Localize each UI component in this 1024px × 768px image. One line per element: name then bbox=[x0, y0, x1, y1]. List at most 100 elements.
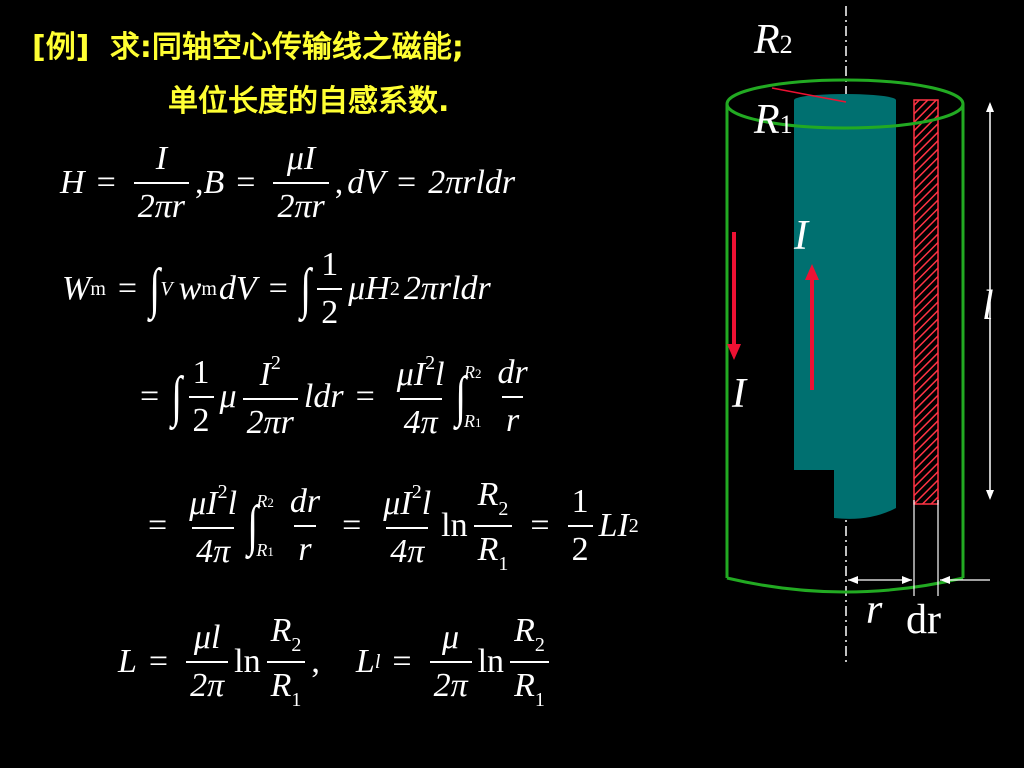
ln: ln bbox=[441, 507, 468, 544]
equals-sign: = bbox=[355, 378, 375, 415]
mu-i: μI bbox=[189, 485, 218, 522]
superscript-2: 2 bbox=[425, 352, 436, 374]
symbol-r: R bbox=[270, 612, 292, 649]
symbol-l: l bbox=[227, 485, 238, 522]
denominator: 2πr bbox=[133, 182, 190, 226]
integral-limits: R2 R1 bbox=[464, 362, 482, 432]
lower-limit: R1 bbox=[464, 411, 482, 432]
numerator: μl bbox=[193, 619, 221, 656]
equals-sign: = bbox=[342, 507, 362, 544]
fraction-dr-over-r: dr r bbox=[286, 483, 324, 569]
denominator: R1 bbox=[266, 661, 306, 712]
integral-sign: ∫ bbox=[149, 258, 161, 320]
example-tag: [例] bbox=[32, 30, 90, 65]
index-2: 2 bbox=[498, 498, 509, 520]
index-1: 1 bbox=[291, 689, 302, 711]
comma: , bbox=[311, 643, 320, 680]
comma: , bbox=[195, 164, 204, 201]
symbol-r: R bbox=[477, 531, 499, 568]
r-arrow-right bbox=[902, 576, 912, 584]
integral-sign: ∫ bbox=[171, 366, 183, 428]
equals-sign: = bbox=[96, 164, 116, 201]
inner-conductor bbox=[794, 100, 896, 519]
upper-limit: R2 bbox=[464, 362, 482, 383]
integral-sign: ∫ bbox=[454, 366, 466, 428]
ldr: ldr bbox=[303, 378, 344, 415]
equals-sign: = bbox=[530, 507, 550, 544]
fraction-dr-over-r: dr r bbox=[493, 354, 531, 440]
outer-shell-bottom bbox=[726, 576, 964, 594]
title-text-2: 单位长度的自感系数. bbox=[168, 84, 450, 119]
denominator: 2π bbox=[186, 661, 229, 705]
numerator: 1 bbox=[571, 483, 589, 520]
index-2: 2 bbox=[291, 634, 302, 656]
denominator: r bbox=[294, 525, 316, 569]
label-current-top: I bbox=[794, 213, 808, 259]
subscript-m: m bbox=[90, 277, 106, 300]
arrowhead-down bbox=[727, 344, 741, 360]
numerator: R2 bbox=[267, 612, 306, 661]
numerator: μI2l bbox=[185, 481, 241, 527]
numerator: 1 bbox=[321, 246, 339, 283]
mu-i: μI bbox=[396, 356, 426, 393]
fraction-r2-over-r1: R2 R1 bbox=[266, 612, 306, 712]
label-r: r bbox=[866, 587, 883, 633]
symbol-dv: dV bbox=[347, 164, 386, 201]
fraction-i-over-2pir: I 2πr bbox=[133, 140, 190, 226]
denominator: 4π bbox=[192, 527, 235, 571]
numerator: 1 bbox=[192, 354, 210, 391]
superscript-2: 2 bbox=[628, 514, 639, 537]
symbol-i: I bbox=[259, 356, 271, 393]
li: LI bbox=[598, 507, 629, 544]
fraction-mui-over-2pir: μI 2πr bbox=[273, 140, 329, 226]
mu-h: μH bbox=[348, 270, 390, 307]
symbol-w-density: w bbox=[178, 270, 202, 307]
equals-sign: = bbox=[148, 643, 169, 680]
ln: ln bbox=[234, 643, 261, 680]
numerator: I bbox=[155, 140, 168, 177]
tail-2pirldr: 2πrldr bbox=[403, 270, 491, 307]
label-r2: R2 bbox=[754, 16, 793, 64]
symbol-r: R bbox=[754, 17, 780, 63]
symbol-r: R bbox=[754, 97, 780, 143]
denominator: 2πr bbox=[242, 398, 298, 442]
label-dr: dr bbox=[906, 597, 941, 643]
comma: , bbox=[334, 164, 344, 201]
fraction-i2-over-2pir: I2 2πr bbox=[242, 352, 298, 442]
symbol-b: B bbox=[203, 164, 225, 201]
index-1: 1 bbox=[267, 544, 274, 559]
equation-h-b-dv: H = I 2πr , B = μI 2πr , dV = 2πrldr bbox=[60, 140, 515, 226]
numerator: μI2l bbox=[393, 352, 449, 398]
upper-limit: R2 bbox=[256, 491, 274, 512]
dr-arrow bbox=[940, 576, 950, 584]
symbol-dv: dV bbox=[218, 270, 257, 307]
index-2: 2 bbox=[779, 30, 793, 59]
fraction-mui2l-over-4pi: μI2l 4π bbox=[393, 352, 449, 442]
fraction-mui2l-over-4pi: μI2l 4π bbox=[379, 481, 435, 571]
symbol-h: H bbox=[60, 164, 85, 201]
denominator: 2 bbox=[567, 525, 593, 569]
index-1: 1 bbox=[474, 415, 482, 430]
fraction-half: 1 2 bbox=[188, 354, 214, 440]
r-arrow-left bbox=[848, 576, 858, 584]
ln: ln bbox=[477, 643, 505, 680]
numerator: μ bbox=[442, 619, 460, 656]
integral-limits: R2 R1 bbox=[256, 491, 274, 561]
symbol-l-cap: L bbox=[118, 643, 137, 680]
index-1: 1 bbox=[534, 689, 545, 711]
equation-expanded-integral: = ∫ 1 2 μ I2 2πr ldr = μI2l 4π ∫ R2 R1 d… bbox=[140, 352, 538, 442]
symbol-l: l bbox=[435, 356, 445, 393]
index-1: 1 bbox=[779, 110, 793, 139]
symbol-r: R bbox=[463, 362, 475, 382]
symbol-r: R bbox=[514, 612, 535, 649]
equals-sign: = bbox=[140, 378, 160, 415]
title-line-2: 单位长度的自感系数. bbox=[168, 76, 449, 120]
equals-sign: = bbox=[397, 164, 417, 201]
index-2: 2 bbox=[267, 495, 274, 510]
denominator: 2π bbox=[429, 661, 472, 705]
length-arrow-bottom bbox=[986, 490, 994, 500]
label-length: l bbox=[982, 283, 994, 329]
equals-sign: = bbox=[236, 164, 256, 201]
length-arrow-top bbox=[986, 102, 994, 112]
